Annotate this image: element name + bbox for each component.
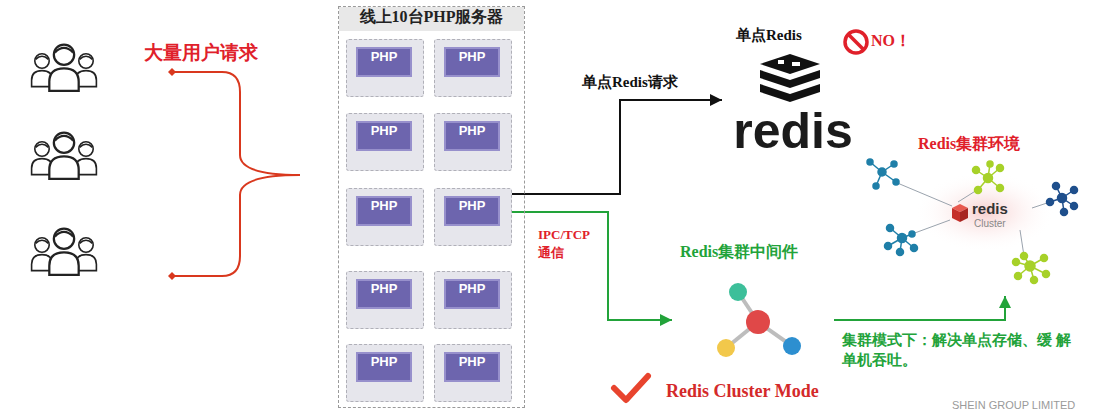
node-title: Redis集群环境	[918, 134, 1020, 155]
watermark: SHEIN GROUP LIMITED	[952, 399, 1075, 411]
node-text: redis	[722, 106, 864, 156]
single-redis-node: 单点Redis redis	[722, 26, 864, 166]
node-title: PHP	[444, 47, 500, 77]
redis-logo-icon	[760, 54, 820, 102]
node-title: PHP	[356, 352, 412, 382]
connector-arrow	[512, 100, 722, 194]
cluster-node: Redis集群环境 redisCluster	[862, 134, 1088, 296]
request-brace	[172, 72, 300, 276]
node-title: PHP	[356, 121, 412, 151]
node-title: PHP	[444, 121, 500, 151]
cluster-illustration	[867, 159, 1078, 284]
node-cluster	[867, 159, 899, 189]
user-group-icon	[32, 45, 97, 275]
node-text: redis	[972, 200, 1008, 217]
mode-caption: Redis Cluster Mode	[666, 381, 819, 402]
php-server-box: PHP	[434, 188, 512, 246]
node-title: PHP	[444, 279, 500, 309]
edge-label: 集群模式下：解决单点存储、缓 解单机吞吐。	[842, 330, 1078, 371]
no-text: NO！	[871, 31, 911, 52]
node-title: Redis集群中间件	[680, 242, 798, 263]
callout-text: 大量用户请求	[144, 40, 258, 66]
php-server-box: PHP	[434, 39, 512, 97]
php-server-box: PHP	[434, 271, 512, 329]
middleware-icon	[717, 283, 801, 357]
no-symbol	[845, 31, 867, 53]
node-title: PHP	[356, 279, 412, 309]
node-text: Cluster	[974, 218, 1006, 230]
edge-label: 单点Redis请求	[582, 72, 722, 92]
php-server-box: PHP	[346, 188, 424, 246]
node-title: 线上10台PHP服务器	[339, 7, 524, 31]
connector-arrow	[834, 296, 1005, 320]
middleware-node: Redis集群中间件	[672, 242, 834, 362]
php-server-box: PHP	[346, 344, 424, 402]
php-server-box: PHP	[346, 113, 424, 171]
php-server-box: PHP	[434, 344, 512, 402]
php-server-box: PHP	[346, 271, 424, 329]
check-mark	[614, 376, 648, 400]
redis-cube-icon	[952, 204, 968, 222]
server-group-box: 线上10台PHP服务器 PHP PHP PHP PHP PHP PHP PHP PHP PHP PH…	[338, 6, 525, 408]
node-title: 单点Redis	[736, 26, 802, 45]
brace-end-dot	[168, 68, 176, 280]
edge-label: IPC/TCP 通信	[538, 226, 602, 261]
connector-arrow	[512, 212, 672, 320]
php-server-box: PHP	[346, 39, 424, 97]
php-server-box: PHP	[434, 113, 512, 171]
node-title: PHP	[444, 196, 500, 226]
node-title: PHP	[356, 47, 412, 77]
node-title: PHP	[356, 196, 412, 226]
node-title: PHP	[444, 352, 500, 382]
